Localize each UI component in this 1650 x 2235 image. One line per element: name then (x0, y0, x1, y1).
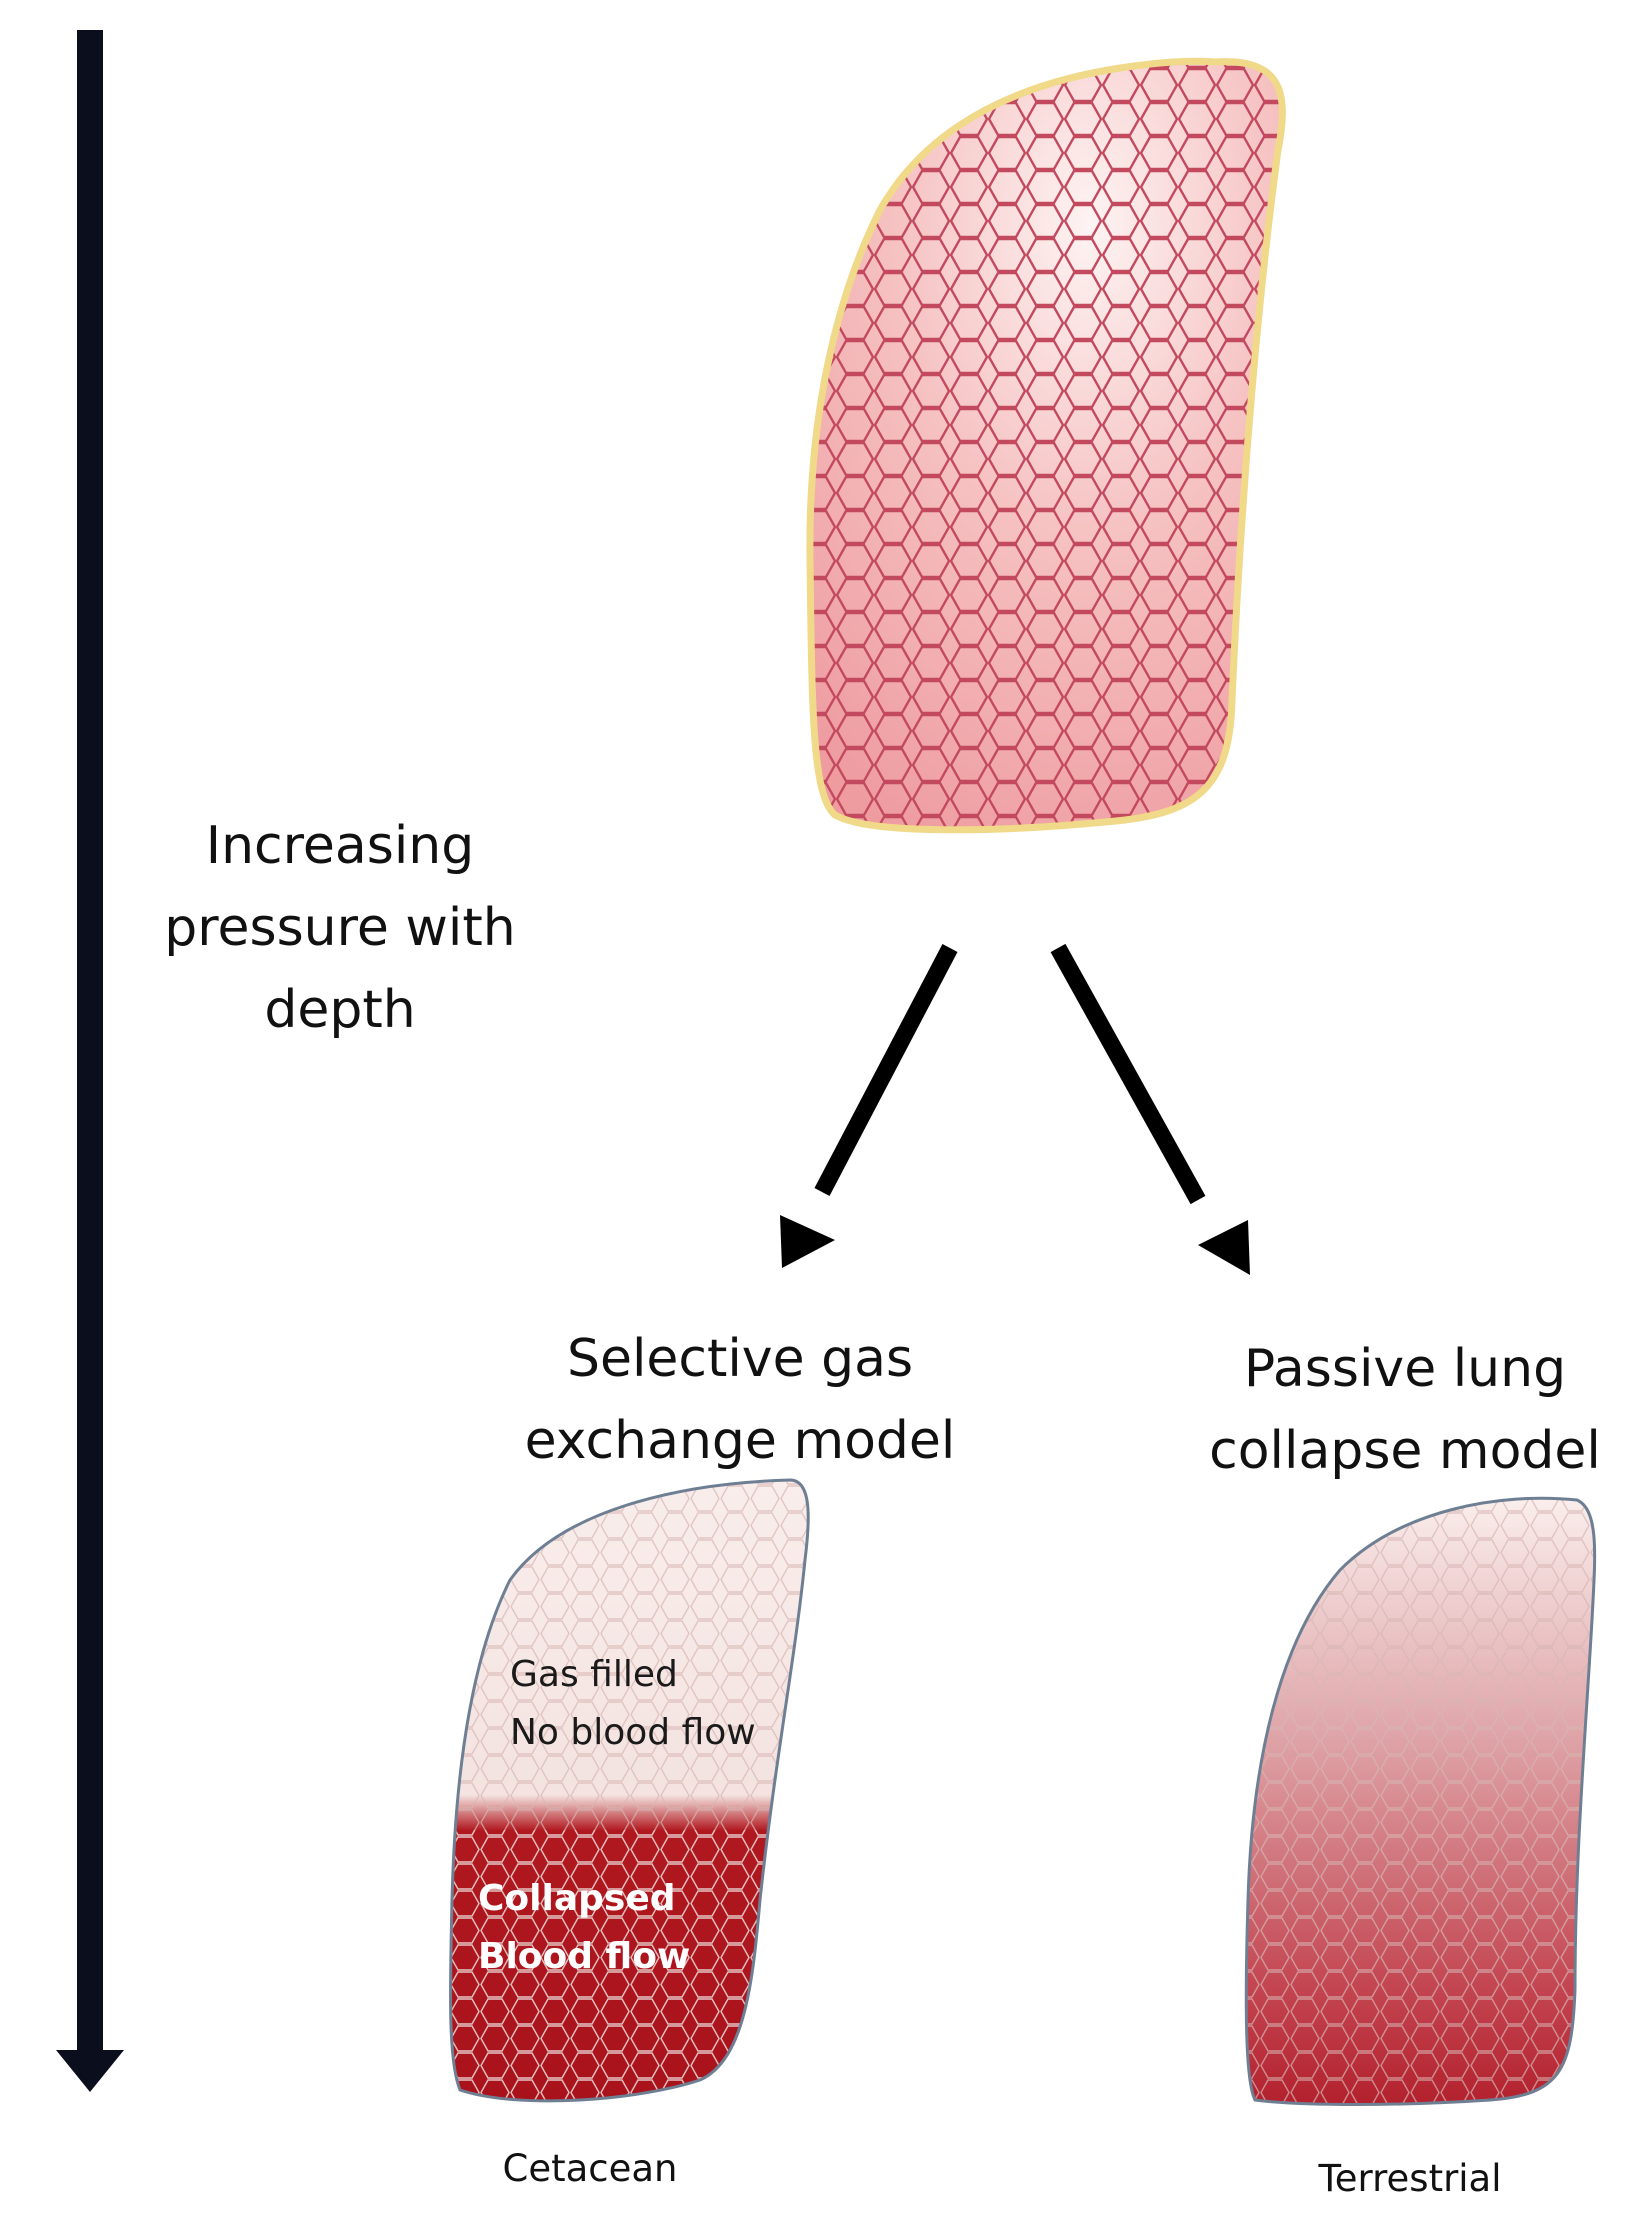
selective-title-line2: exchange model (524, 1411, 956, 1471)
arrow-to-selective-model (780, 944, 958, 1268)
collapsed-line2: Blood flow (478, 1936, 691, 1977)
passive-model-title: Passive lung collapse model (1160, 1328, 1650, 1492)
selective-model-title: Selective gas exchange model (480, 1318, 1000, 1482)
passive-title-line1: Passive lung (1243, 1339, 1567, 1399)
gas-filled-line2: No blood flow (510, 1712, 756, 1753)
top-lung-illustration (806, 57, 1286, 834)
depth-label: Increasing pressure with depth (140, 805, 540, 1051)
passive-model-lung (1244, 1496, 1597, 2106)
collapsed-label: Collapsed Blood flow (478, 1870, 690, 1986)
depth-label-line3: depth (264, 980, 416, 1040)
gas-filled-line1: Gas filled (510, 1654, 678, 1695)
depth-label-line1: Increasing (205, 816, 475, 876)
passive-title-line2: collapse model (1209, 1421, 1601, 1481)
cetacean-caption: Cetacean (502, 2147, 678, 2190)
terrestrial-caption: Terrestrial (1318, 2157, 1502, 2200)
selective-title-line1: Selective gas (566, 1329, 914, 1389)
collapsed-line1: Collapsed (478, 1878, 676, 1919)
depth-arrow (56, 30, 124, 2092)
depth-label-line2: pressure with (164, 898, 516, 958)
arrow-to-passive-model (1050, 943, 1250, 1275)
selective-model-lung (448, 1478, 810, 2103)
gas-filled-label: Gas filled No blood flow (510, 1646, 756, 1762)
